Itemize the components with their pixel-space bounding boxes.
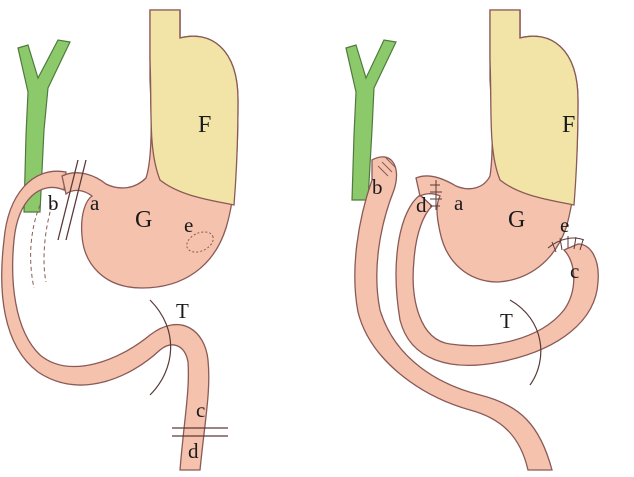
left-fundus	[150, 10, 238, 205]
right-fundus	[490, 10, 578, 205]
right-label-e: e	[560, 213, 569, 237]
right-label-c: c	[570, 259, 579, 283]
right-panel: F G a b d e c T	[346, 10, 598, 470]
right-label-b: b	[372, 175, 383, 199]
right-label-d: d	[416, 193, 427, 217]
left-label-d: d	[188, 439, 199, 463]
right-label-T: T	[500, 309, 513, 333]
left-label-b: b	[48, 191, 59, 215]
right-label-F: F	[562, 112, 575, 138]
left-label-c: c	[196, 398, 205, 422]
left-dashed-inner-2	[44, 205, 52, 282]
left-label-T: T	[176, 299, 189, 323]
left-label-e: e	[184, 213, 193, 237]
left-label-a: a	[90, 191, 100, 215]
right-label-G: G	[508, 207, 525, 233]
left-panel: F G a b e T c d	[2, 10, 238, 470]
left-dashed-inner	[31, 205, 40, 288]
left-label-G: G	[135, 207, 152, 233]
left-label-F: F	[198, 112, 211, 138]
right-label-a: a	[454, 191, 464, 215]
